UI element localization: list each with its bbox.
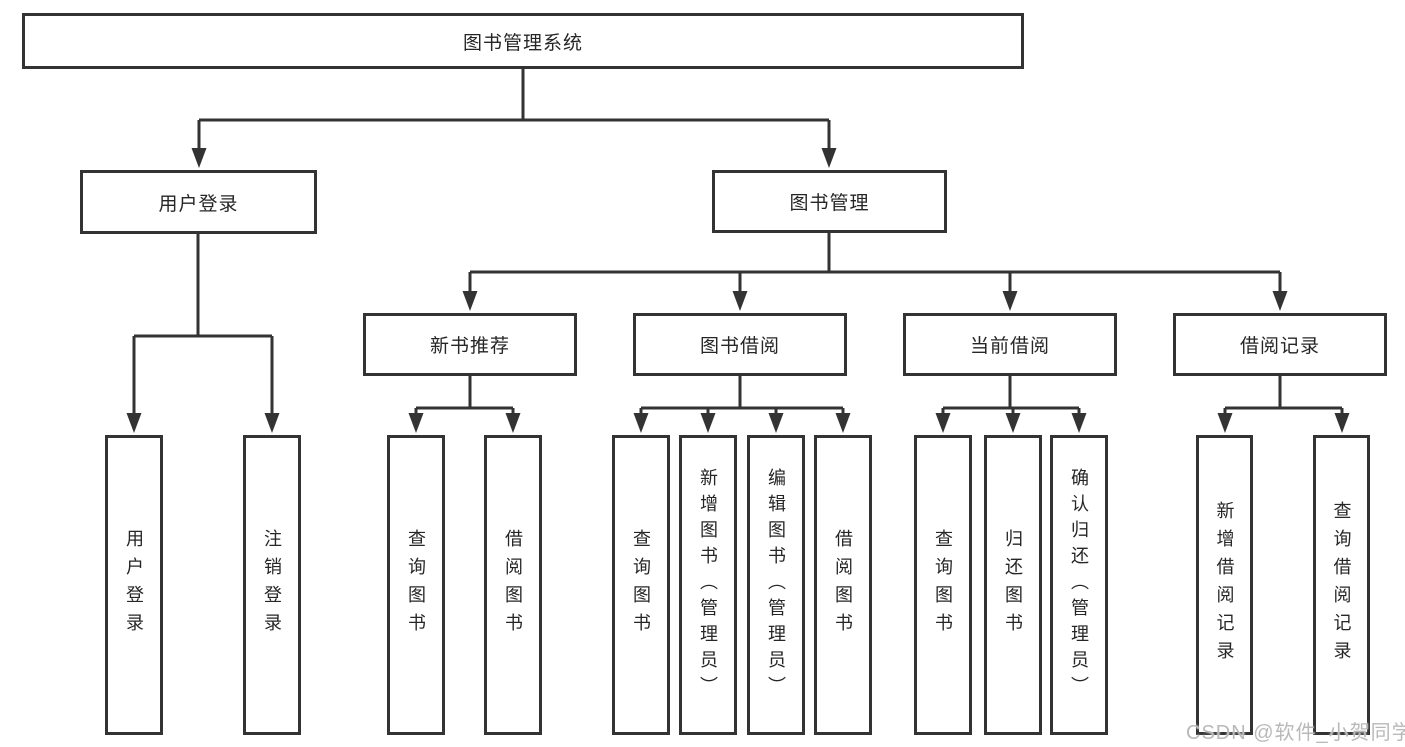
node-label: 新增图书（管理员）: [698, 468, 718, 702]
node-label: 确认归还（管理员）: [1069, 468, 1089, 702]
node-label: 用户登录: [124, 529, 144, 641]
node-label: 借阅图书: [503, 529, 523, 641]
node-user-login-action: 用户登录: [105, 435, 163, 735]
node-cb-query-books: 查询图书: [914, 435, 972, 735]
node-borrowing-records: 借阅记录: [1173, 313, 1387, 376]
node-cb-confirm-return-admin: 确认归还（管理员）: [1050, 435, 1108, 735]
csdn-watermark: CSDN @软件_小贺同学: [1186, 722, 1405, 744]
node-user-login-module: 用户登录: [80, 170, 317, 234]
node-book-borrowing: 图书借阅: [633, 313, 847, 376]
node-logout-action: 注销登录: [243, 435, 301, 735]
arrowhead-icons: [126, 148, 1350, 433]
node-book-management-module: 图书管理: [712, 170, 947, 233]
tree-edges: [132, 69, 1344, 415]
node-label: 查询图书: [406, 529, 426, 641]
node-nbr-query-books: 查询图书: [387, 435, 445, 735]
node-bb-borrow-books: 借阅图书: [814, 435, 872, 735]
node-bb-edit-books-admin: 编辑图书（管理员）: [747, 435, 805, 735]
node-bb-query-books: 查询图书: [612, 435, 670, 735]
node-label: 查询借阅记录: [1331, 501, 1352, 669]
node-nbr-borrow-books: 借阅图书: [484, 435, 542, 735]
node-current-borrowing: 当前借阅: [903, 313, 1117, 376]
node-label: 新增借阅记录: [1214, 501, 1235, 669]
node-label: 查询图书: [933, 529, 953, 641]
node-label: 归还图书: [1003, 529, 1023, 641]
node-label: 注销登录: [262, 529, 282, 641]
node-cb-return-books: 归还图书: [984, 435, 1042, 735]
node-br-query-record: 查询借阅记录: [1313, 435, 1370, 735]
node-bb-add-books-admin: 新增图书（管理员）: [679, 435, 737, 735]
node-root-system: 图书管理系统: [22, 13, 1024, 69]
node-label: 查询图书: [631, 529, 651, 641]
node-new-book-recommendation: 新书推荐: [363, 313, 577, 376]
node-label: 编辑图书（管理员）: [766, 468, 786, 702]
node-br-add-record: 新增借阅记录: [1196, 435, 1253, 735]
node-label: 借阅图书: [833, 529, 853, 641]
